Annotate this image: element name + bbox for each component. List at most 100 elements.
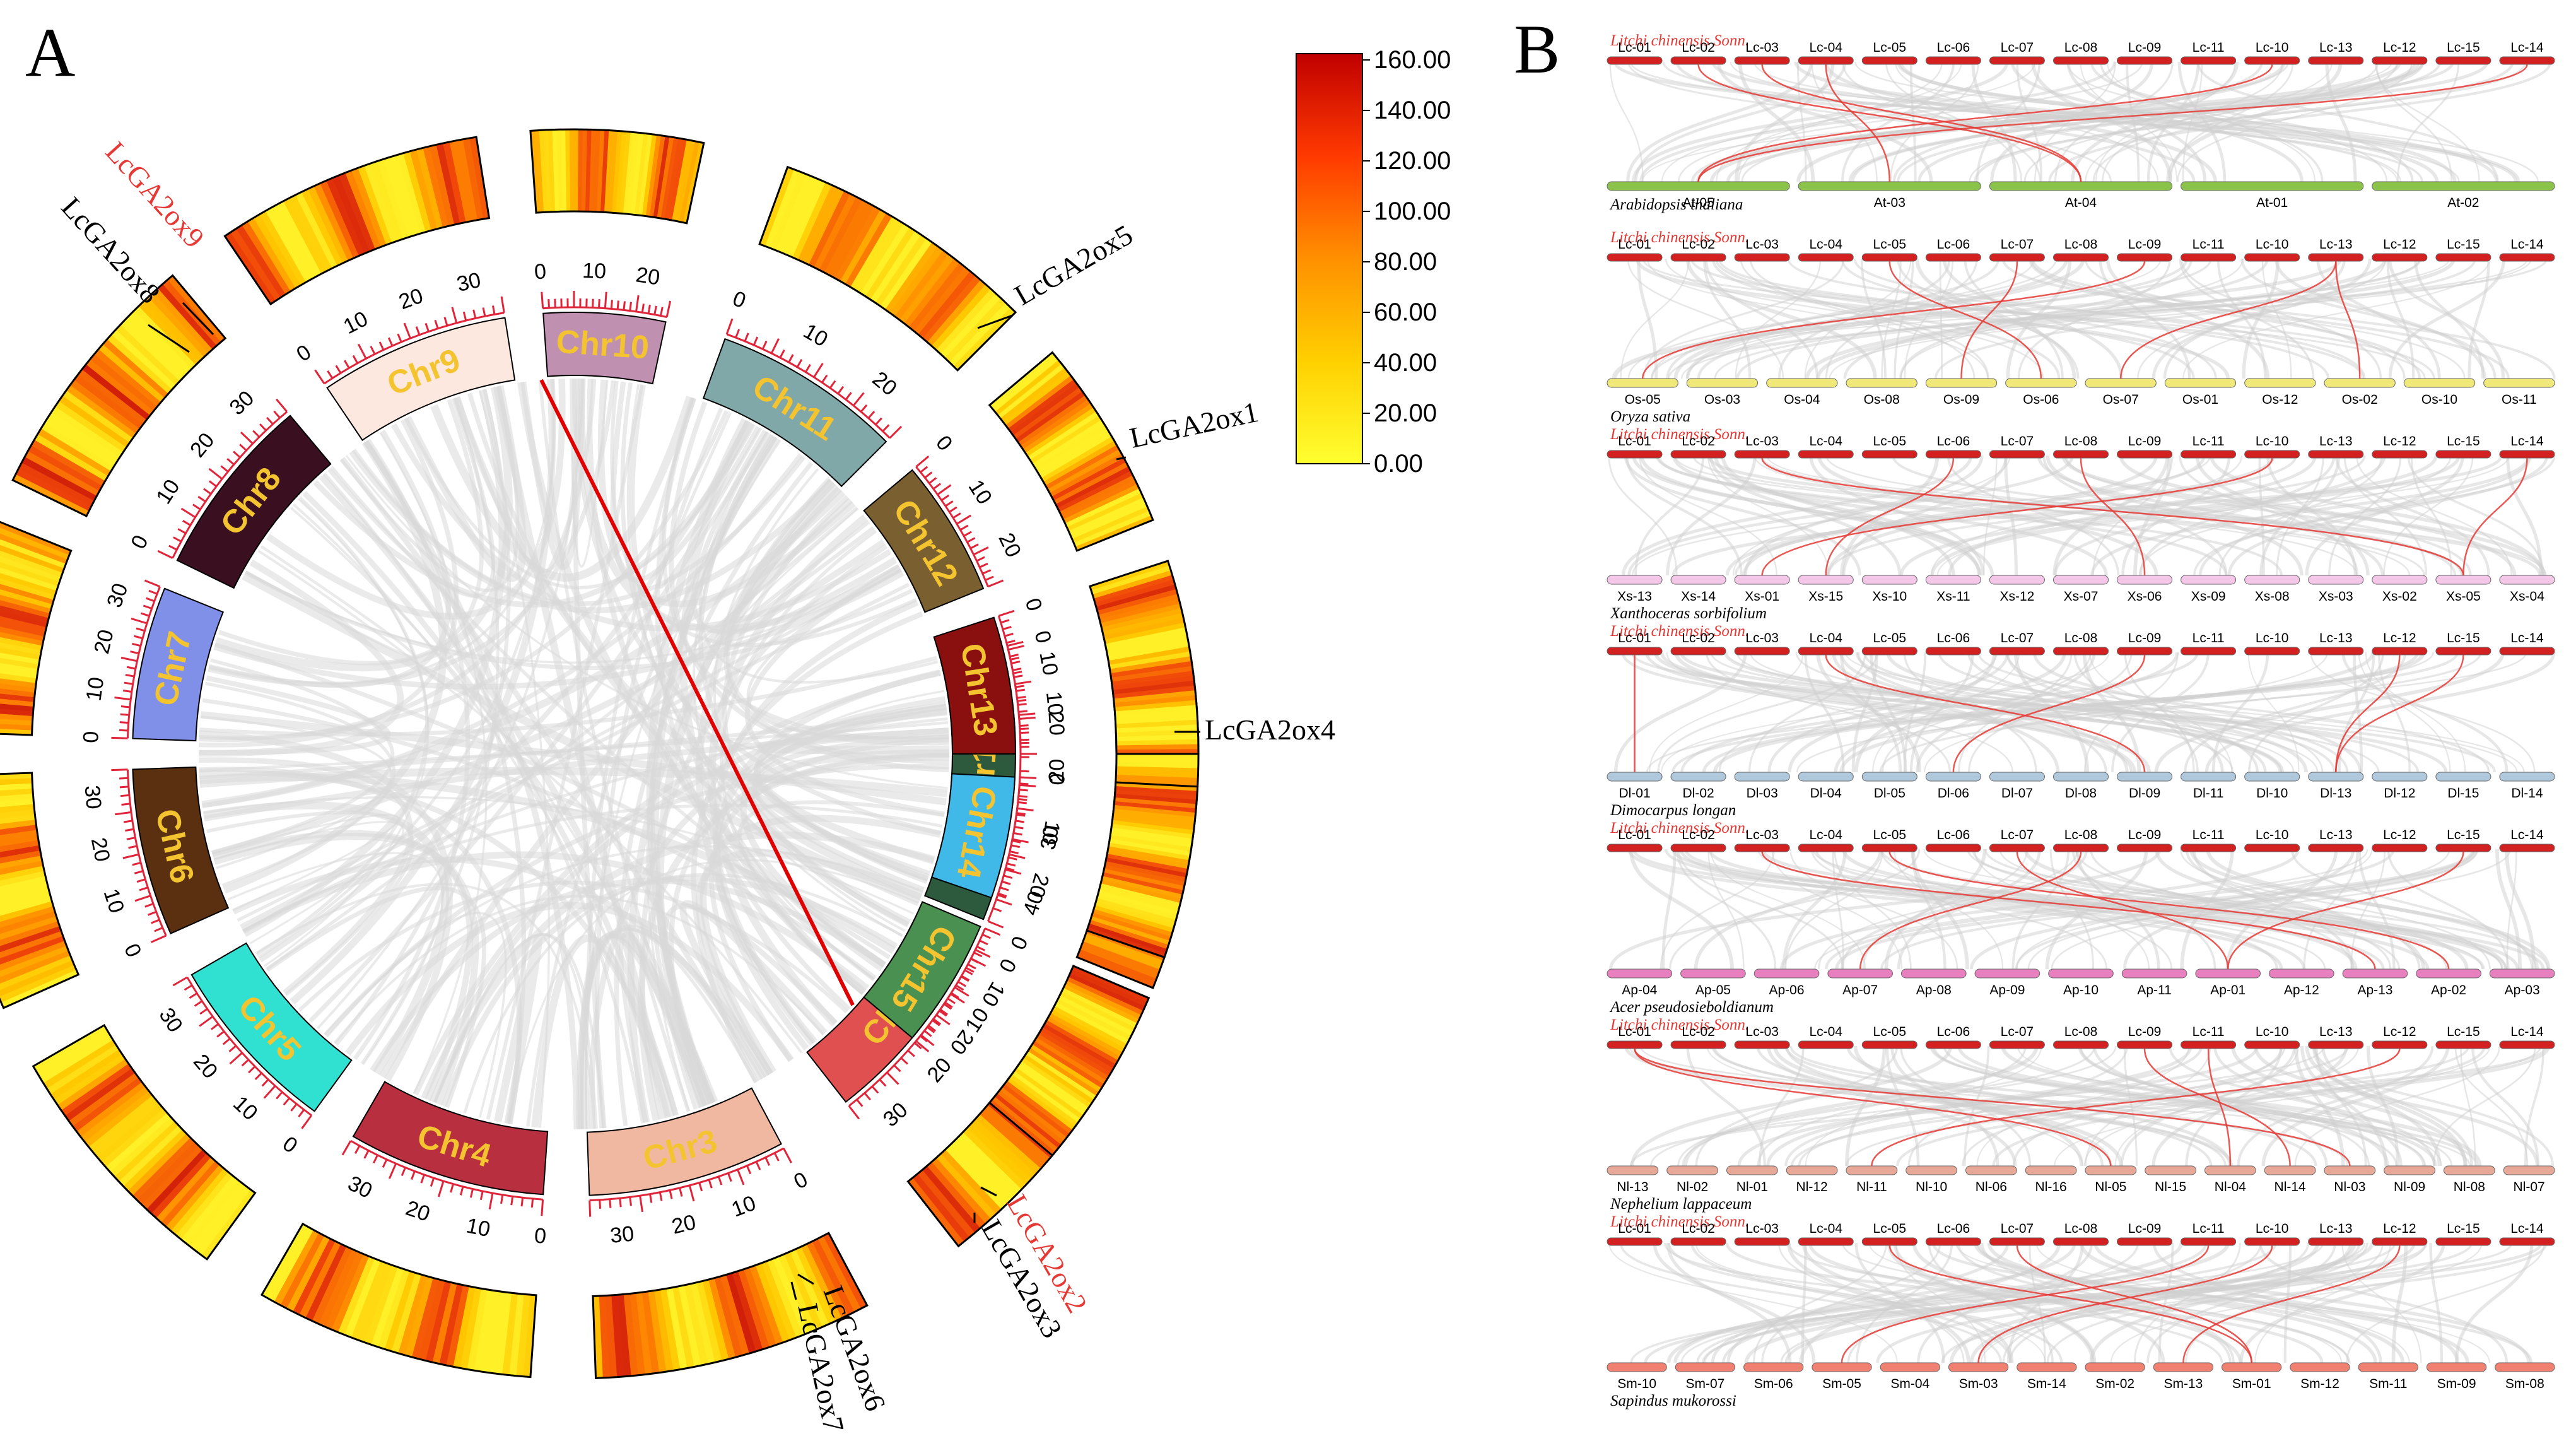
density-segment [894, 250, 949, 321]
tick-mark [208, 468, 223, 480]
chromosome-bar [2499, 647, 2555, 656]
density-segment [997, 1090, 1064, 1146]
chromosome-bar [1989, 844, 2045, 852]
species-chr-label: Sm-02 [2095, 1377, 2134, 1391]
tick-mark [327, 370, 334, 379]
density-segment [1002, 1083, 1070, 1138]
chromosome-bar [2435, 1237, 2491, 1246]
chromosome-bar [1906, 1165, 1957, 1175]
synteny-link [223, 440, 447, 894]
density-segment [604, 1295, 618, 1378]
chromosome-bar [2153, 1362, 2214, 1372]
density-segment [944, 298, 1007, 363]
density-segment [259, 210, 307, 286]
synteny-link [1796, 61, 2286, 182]
chromosome-bar [2181, 56, 2237, 65]
density-segment [94, 348, 161, 407]
density-segment [466, 1288, 488, 1371]
litchi-chr-label: Lc-03 [1745, 40, 1779, 55]
ga2ox-synteny-link [2119, 261, 2337, 379]
litchi-chr-label: Lc-01 [1618, 434, 1651, 449]
density-segment [811, 1238, 855, 1315]
tick-mark [629, 302, 632, 311]
litchi-chr-label: Lc-06 [1937, 237, 1970, 252]
ga2ox-synteny-link [1888, 851, 2450, 970]
density-segment [918, 271, 976, 339]
density-segment [1055, 466, 1131, 509]
tick-mark [479, 1191, 484, 1201]
density-segment [880, 238, 933, 310]
density-segment [0, 610, 48, 628]
tick-mark [979, 562, 988, 568]
synteny-link [353, 438, 471, 1061]
litchi-chr-label: Lc-06 [1937, 828, 1970, 842]
chromosome-bar [2372, 647, 2428, 656]
chromosome-bar [1827, 968, 1893, 979]
gene-label: LcGA2ox5 [1009, 218, 1139, 312]
tick-mark [770, 338, 780, 354]
tick-mark [939, 1008, 949, 1016]
colorbar-tick-label: 80.00 [1374, 248, 1437, 276]
synteny-link [2387, 849, 2510, 970]
synteny-link [1842, 455, 2008, 576]
synteny-link [2524, 1045, 2545, 1167]
synteny-link [2071, 849, 2216, 970]
tick-mark [131, 617, 148, 625]
tick-label: 30 [879, 1098, 913, 1132]
litchi-chr-label: Lc-15 [2447, 434, 2480, 449]
density-segment [611, 131, 623, 213]
density-segment [0, 626, 45, 642]
density-segment [665, 1287, 688, 1370]
density-segment [1116, 758, 1198, 769]
tick-mark [848, 1105, 860, 1120]
ga2ox-synteny-link [1960, 261, 2018, 379]
synteny-link [2121, 455, 2231, 576]
litchi-species-label: Litchi chinensis Sonn. [1610, 426, 1749, 443]
density-segment [0, 945, 69, 977]
chromosome-bar [1607, 772, 1663, 782]
density-segment [999, 1086, 1067, 1142]
ga2ox-synteny-link [1952, 654, 2146, 773]
density-segment [696, 1281, 722, 1363]
synteny-link [1639, 1045, 2471, 1167]
tick-label: 30 [609, 1221, 635, 1248]
density-segment [1115, 710, 1198, 720]
tick-mark [609, 1199, 612, 1208]
litchi-chr-label: Lc-02 [1682, 828, 1715, 842]
tick-mark [864, 1092, 871, 1101]
litchi-chr-label: Lc-13 [2319, 1025, 2353, 1039]
litchi-chr-label: Lc-13 [2319, 40, 2353, 55]
litchi-chr-label: Lc-04 [1809, 40, 1842, 55]
synteny-link [1631, 61, 2009, 182]
synteny-link [1711, 1045, 2227, 1167]
density-segment [1109, 838, 1191, 857]
synteny-link [2123, 1045, 2138, 1167]
species-label: Dimocarpus longan [1610, 802, 1736, 819]
tick-baseline [589, 1147, 785, 1202]
density-segment [146, 1149, 207, 1214]
litchi-chr-label: Lc-01 [1618, 1025, 1651, 1039]
density-segment [98, 343, 165, 403]
species-chr-label: At-03 [1874, 196, 1906, 210]
density-segment [732, 1271, 763, 1352]
litchi-chr-label: Lc-11 [2193, 828, 2225, 842]
litchi-chr-label: Lc-04 [1809, 1025, 1842, 1039]
density-segment [1068, 973, 1145, 1011]
synteny-link [1885, 61, 2023, 182]
tick-mark [482, 307, 486, 317]
density-segment [1008, 379, 1077, 433]
chromosome-bar [1900, 968, 1967, 979]
density-segment [1114, 695, 1197, 708]
tick-mark [1014, 826, 1024, 830]
density-segment [543, 129, 552, 213]
synteny-link [208, 380, 616, 688]
ga2ox-synteny-link [2462, 457, 2528, 576]
species-chr-label: Xs-08 [2255, 589, 2290, 604]
density-segment [68, 1072, 139, 1127]
chromosome-bar [1670, 647, 1726, 656]
species-chr-label: Dl-02 [1683, 786, 1714, 801]
tick-mark [970, 957, 986, 967]
species-chr-label: Ap-02 [2431, 983, 2466, 997]
tick-mark [462, 312, 467, 321]
